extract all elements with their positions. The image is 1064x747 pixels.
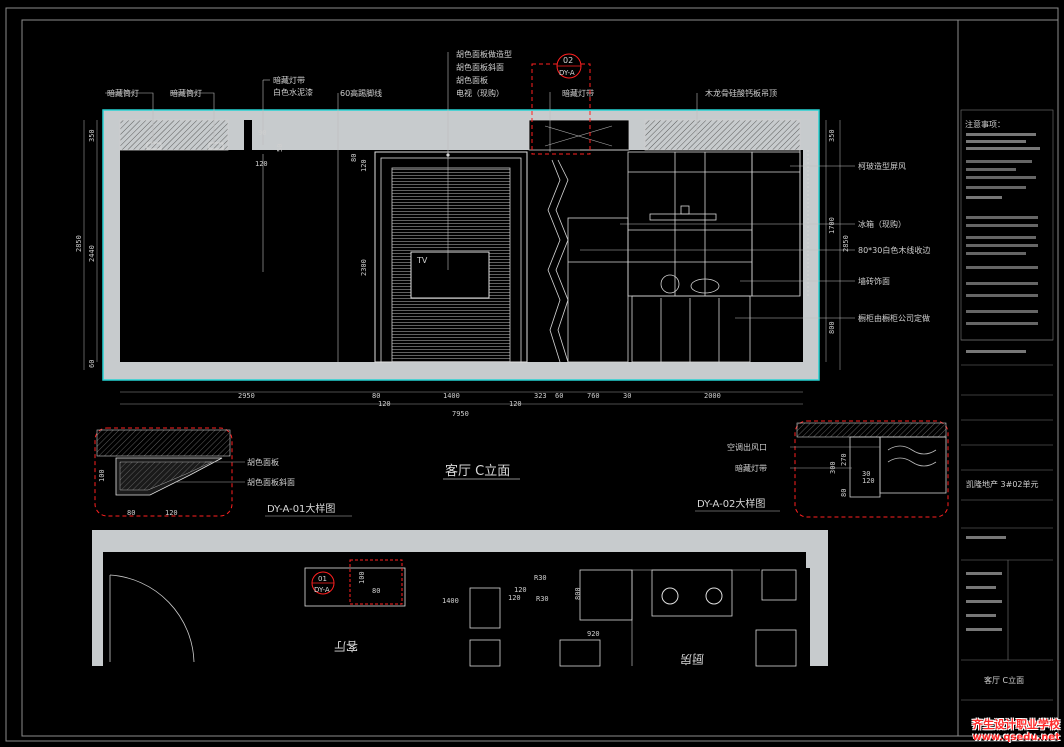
plan-dim: 1400 xyxy=(442,597,459,605)
detail2-dim: 300 xyxy=(829,461,837,474)
section-tag-02: 02 DY-A xyxy=(531,53,591,155)
watermark-url: www.qsedu.net xyxy=(972,732,1060,743)
annotation-ceiling: 木龙骨硅酸钙板吊顶 xyxy=(705,88,777,98)
detail1-dim: 120 xyxy=(165,509,178,517)
side-dimensions: 350 2440 60 2850 350 1700 800 2850 90 50… xyxy=(75,129,850,368)
detail2-dim: 80 xyxy=(840,489,848,497)
pointer-stack-3: 胡色面板 xyxy=(456,75,488,85)
detail2-title: DY-A-02大样图 xyxy=(697,497,765,510)
dim-bottom: 30 xyxy=(623,392,631,400)
dim-bottom: 80 xyxy=(372,392,380,400)
plan-dim: R30 xyxy=(534,574,547,582)
annotation-hidden-lightstrip: 暗藏灯带 xyxy=(273,75,305,85)
dim-bottom: 1400 xyxy=(443,392,460,400)
dim-bottom: 120 xyxy=(509,400,522,408)
dim-inner: 120 xyxy=(255,160,268,168)
dim-left: 60 xyxy=(88,360,96,368)
dim-left: 350 xyxy=(88,129,96,142)
plan-room-label: 客厅 xyxy=(334,639,358,654)
dim-right: 2850 xyxy=(842,235,850,252)
title-block: 注意事项： 凯隆地产 3#02单元 xyxy=(960,109,1054,701)
title-block-drawing-name: 客厅 C立面 xyxy=(984,675,1024,685)
dim-bottom: 2000 xyxy=(704,392,721,400)
annotation-skirting: 60高踢脚线 xyxy=(340,88,382,98)
section-tag-01-code: DY-A xyxy=(314,586,330,594)
section-tag-01-num: 01 xyxy=(318,575,327,583)
plan-dim: 920 xyxy=(587,630,600,638)
detail1-dim: 80 xyxy=(127,509,135,517)
sheet-frame xyxy=(5,7,1059,742)
detail2-label-vent: 空调出风口 xyxy=(727,442,767,452)
bottom-dimensions: 2950 80 120 1400 120 323 60 760 30 2000 … xyxy=(238,392,721,418)
section-tag-02-code: DY-A xyxy=(559,69,575,77)
dim-bottom: 60 xyxy=(555,392,563,400)
detail1-label-panel: 胡色面板 xyxy=(247,457,279,467)
dim-left: 2440 xyxy=(88,245,96,262)
detail-02: 空调出风口 暗藏灯带 300 270 120 80 30 DY-A-02大样图 xyxy=(695,420,949,518)
watermark-school-name: 齐生设计职业学校 xyxy=(972,718,1060,731)
annotation-hidden-downlight-1: 暗藏筒灯 xyxy=(107,88,139,98)
annotation-white-paint: 白色水泥漆 xyxy=(273,87,313,97)
dim-bottom: 760 xyxy=(587,392,600,400)
annotation-fridge: 冰箱（现购） xyxy=(858,219,906,229)
dim-inner: 120 xyxy=(360,159,368,172)
dim-inner: 2300 xyxy=(360,259,368,276)
section-tag-02-num: 02 xyxy=(563,56,573,65)
dim-bottom: 2950 xyxy=(238,392,255,400)
dim-inner: 90 xyxy=(258,129,266,137)
pointer-stack-1: 胡色面板做造型 xyxy=(456,49,512,59)
plan-dim: 120 xyxy=(514,586,527,594)
pointer-stack-4: 电视（现购） xyxy=(456,88,504,98)
plan-dim: R30 xyxy=(536,595,549,603)
annotation-cabinets: 橱柜由橱柜公司定做 xyxy=(858,313,930,323)
annotation-tiles: 墙砖饰面 xyxy=(858,276,890,286)
elevation-title: 客厅 C立面 xyxy=(445,463,510,479)
floor-plan: 客厅 厨房 1400 120 80 R30 R30 120 800 920 10… xyxy=(92,530,828,667)
plan-dim: 80 xyxy=(372,587,380,595)
detail1-label-bevel: 胡色面板斜面 xyxy=(247,477,295,487)
detail1-title: DY-A-01大样图 xyxy=(267,502,335,515)
tv-wall-panel: TV xyxy=(374,151,528,363)
dim-right: 1700 xyxy=(828,217,836,234)
plan-kitchen-label: 厨房 xyxy=(680,652,704,667)
dim-right: 800 xyxy=(828,321,836,334)
dim-bottom-total: 7950 xyxy=(452,410,469,418)
elevation-view: TV xyxy=(75,49,930,480)
annotation-screen: 柯玻造型屏风 xyxy=(858,161,906,171)
dim-inner: 50 xyxy=(276,144,284,152)
plan-dim: 100 xyxy=(358,571,366,584)
detail1-dim: 100 xyxy=(98,469,106,482)
detail2-dim: 120 xyxy=(862,477,875,485)
dim-right: 350 xyxy=(828,129,836,142)
detail2-dim: 270 xyxy=(840,453,848,466)
annotation-hidden-downlight-2: 暗藏筒灯 xyxy=(170,88,202,98)
watermark: 齐生设计职业学校 www.qsedu.net xyxy=(972,716,1060,743)
annotation-lightstrip-2: 暗藏灯带 xyxy=(562,88,594,98)
annotation-trim: 80*30白色木线收边 xyxy=(858,245,930,255)
dim-bottom: 323 xyxy=(534,392,547,400)
leader-lines xyxy=(105,52,855,362)
detail2-label-lightstrip: 暗藏灯带 xyxy=(735,463,767,473)
plan-dim: 800 xyxy=(574,587,582,600)
title-block-notes-heading: 注意事项： xyxy=(965,119,1005,129)
dimension-lines xyxy=(83,120,841,405)
title-block-project: 凯隆地产 3#02单元 xyxy=(966,479,1039,489)
plan-dim: 120 xyxy=(508,594,521,602)
dim-left: 2850 xyxy=(75,235,83,252)
pointer-stack-2: 胡色面板斜面 xyxy=(456,62,504,72)
dim-bottom: 120 xyxy=(378,400,391,408)
detail-01: 胡色面板 胡色面板斜面 100 80 120 DY-A-01大样图 xyxy=(94,427,352,517)
dim-inner: 80 xyxy=(350,154,358,162)
section-tag-01: 01 DY-A xyxy=(311,571,335,595)
tv-label: TV xyxy=(416,256,428,265)
detail2-dim: 30 xyxy=(862,470,870,478)
